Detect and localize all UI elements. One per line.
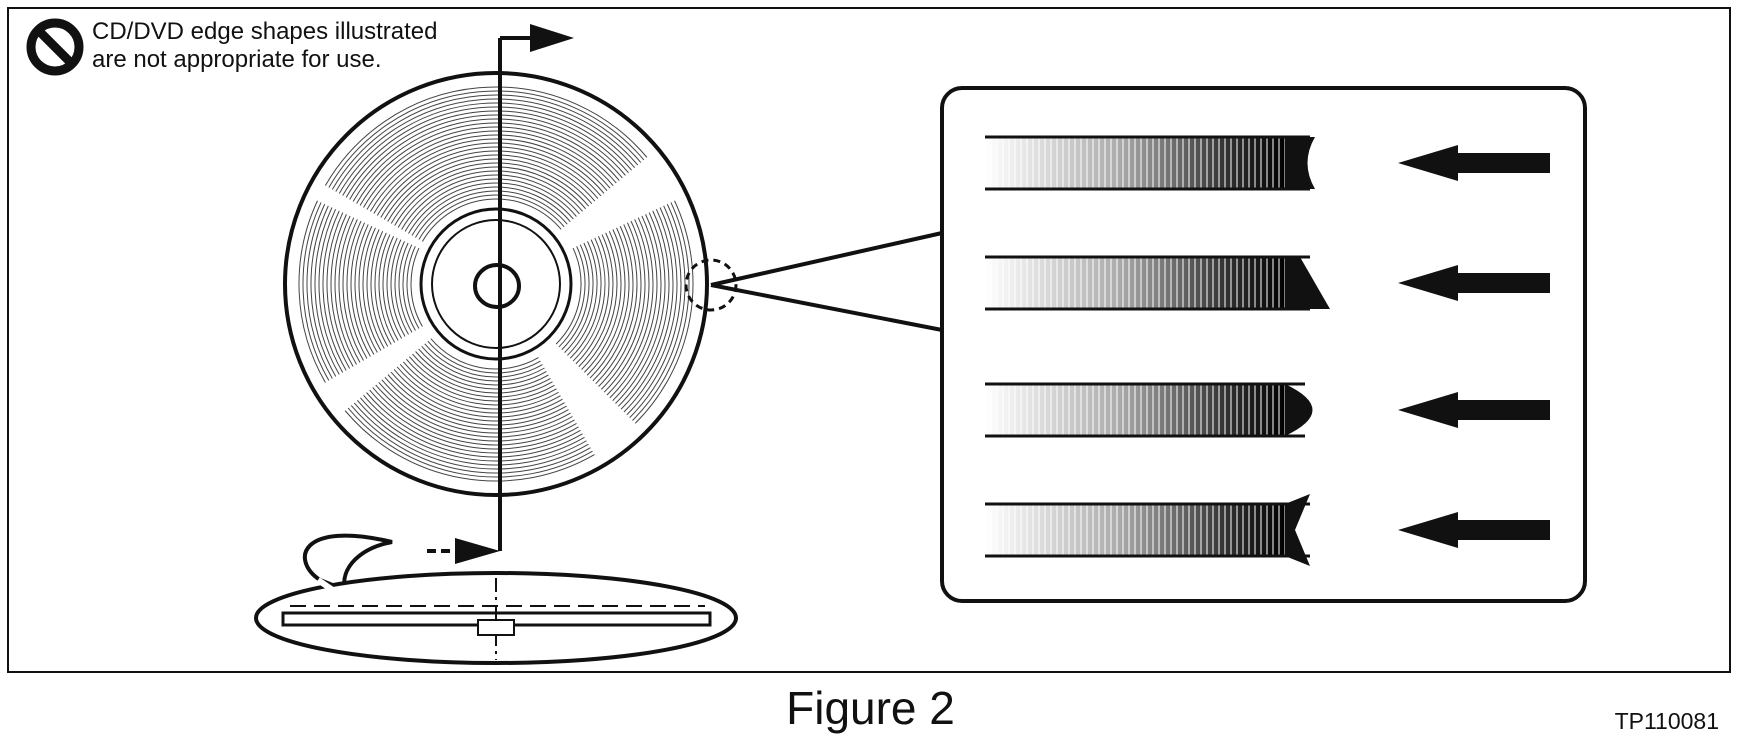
left-arrow-icon [1398, 265, 1550, 301]
disc-cross-section [281, 578, 712, 660]
rounded-edge-example [985, 382, 1550, 438]
edge-magnifier [684, 231, 943, 332]
section-line [427, 24, 574, 564]
tapered-edge-example [985, 255, 1550, 311]
edge-detail-panel [940, 86, 1587, 603]
left-arrow-icon [1398, 512, 1550, 548]
prohibited-icon [26, 18, 84, 76]
left-arrow-icon [1398, 145, 1550, 181]
disc [283, 71, 709, 497]
warning-text: CD/DVD edge shapes illustrated are not a… [92, 18, 438, 73]
figure-code: TP110081 [1614, 708, 1719, 734]
notched-edge-example [985, 135, 1550, 191]
v-notched-edge-example [985, 494, 1550, 566]
figure-caption: Figure 2 [786, 682, 955, 734]
left-arrow-icon [1398, 392, 1550, 428]
